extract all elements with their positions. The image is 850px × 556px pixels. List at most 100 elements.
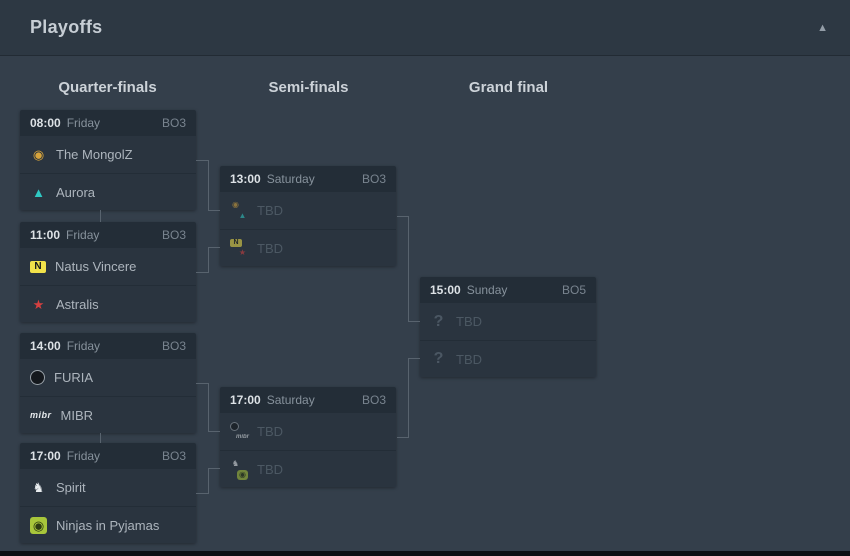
bracket-connector [397,216,409,217]
bracket-connector [100,210,101,222]
team-row[interactable]: mibr MIBR [20,396,196,433]
match-format: BO3 [361,172,386,186]
match-time: 15:00 [430,283,461,297]
team-row[interactable]: mibr TBD [220,413,396,450]
bracket-connector [196,383,208,384]
team-row[interactable]: ▲ Aurora [20,173,196,210]
team-row[interactable]: ? TBD [420,340,596,377]
section-divider [0,551,850,556]
astralis-logo-icon: ★ [32,296,45,312]
match-format: BO3 [361,393,386,407]
match-card[interactable]: 17:00 Saturday BO3 mibr TBD ♞ ◉ TBD [220,387,396,487]
bracket-connector [208,210,220,211]
team-row[interactable]: ◉ ▲ TBD [220,192,396,229]
bracket-connector [408,358,409,438]
match-time: 13:00 [230,172,261,186]
bracket-connector [208,247,209,273]
team-row[interactable]: ♞ Spirit [20,469,196,506]
match-card[interactable]: 11:00 Friday BO3 N Natus Vincere ★ Astra… [20,222,196,322]
match-card[interactable]: 15:00 Sunday BO5 ? TBD ? TBD [420,277,596,377]
natus-vincere-logo-icon: N [30,260,46,273]
the-mongolz-logo-icon: ◉ [32,147,45,162]
team-name: FURIA [54,370,93,385]
match-header: 15:00 Sunday BO5 [420,277,596,303]
match-time: 11:00 [30,228,61,242]
match-day: Friday [66,339,101,353]
bracket-connector [208,160,209,211]
match-header: 08:00 Friday BO3 [20,110,196,136]
match-card[interactable]: 13:00 Saturday BO3 ◉ ▲ TBD N ★ TBD [220,166,396,266]
team-row[interactable]: ? TBD [420,303,596,340]
ninjas-in-pyjamas-logo-icon: ◉ [30,516,47,534]
match-format: BO3 [161,228,186,242]
team-row[interactable]: ◉ Ninjas in Pyjamas [20,506,196,543]
match-day: Friday [66,116,101,130]
bracket-connector [208,247,220,248]
spirit-logo-icon: ♞ [32,480,45,495]
team-name: MIBR [60,407,94,423]
match-card[interactable]: 14:00 Friday BO3 FURIA mibr MIBR [20,333,196,433]
ninjas-in-pyjamas-logo-icon: ◉ [237,469,248,480]
round-label-grandfinal: Grand final [468,79,549,96]
possible-teams-logos: mibr [230,421,250,442]
possible-teams-logos: ♞ ◉ [230,459,248,480]
match-format: BO3 [161,339,186,353]
match-time: 14:00 [30,339,61,353]
possible-teams-logos: N ★ [230,238,248,258]
match-day: Friday [66,449,101,463]
mibr-logo-icon: mibr [30,409,52,420]
mibr-logo-icon: mibr [236,433,250,440]
match-format: BO5 [561,283,586,297]
team-row[interactable]: ★ Astralis [20,285,196,322]
bracket-connector [208,431,220,432]
team-name: Spirit [56,480,86,495]
panel-header: Playoffs ▲ [0,0,850,56]
team-name: TBD [257,203,283,218]
bracket-connector [208,383,209,432]
astralis-logo-icon: ★ [238,247,247,257]
bracket-connector [208,468,220,469]
team-name: TBD [257,461,283,477]
match-day: Saturday [266,172,315,186]
collapse-arrow-icon[interactable]: ▲ [817,21,828,34]
team-name: TBD [456,314,482,329]
team-row[interactable]: FURIA [20,359,196,396]
bracket-connector [208,468,209,494]
furia-logo-icon [30,370,45,385]
team-row[interactable]: N Natus Vincere [20,248,196,285]
natus-vincere-logo-icon: N [230,238,242,247]
round-label-quarterfinals: Quarter-finals [58,79,157,96]
team-row[interactable]: N ★ TBD [220,229,396,266]
the-mongolz-logo-icon: ◉ [232,200,239,209]
bracket-connector [196,493,208,494]
match-day: Saturday [266,393,315,407]
team-name: TBD [257,240,283,256]
furia-logo-icon [230,421,239,431]
team-name: Astralis [56,296,99,312]
aurora-logo-icon: ▲ [238,211,247,220]
aurora-logo-icon: ▲ [32,184,45,200]
team-row[interactable]: ◉ The MongolZ [20,136,196,173]
match-format: BO3 [161,116,186,130]
tbd-question-icon: ? [433,350,444,367]
spirit-logo-icon: ♞ [231,458,240,468]
team-name: The MongolZ [56,147,133,162]
team-name: TBD [257,424,283,439]
bracket-connector [408,358,420,359]
team-row[interactable]: ♞ ◉ TBD [220,450,396,487]
team-name: Aurora [56,184,96,200]
match-time: 17:00 [230,393,261,407]
tbd-question-icon: ? [433,312,444,330]
match-time: 17:00 [30,449,61,463]
match-format: BO3 [161,449,186,463]
bracket-connector [397,437,409,438]
match-header: 17:00 Saturday BO3 [220,387,396,413]
match-card[interactable]: 17:00 Friday BO3 ♞ Spirit ◉ Ninjas in Py… [20,443,196,543]
team-name: Ninjas in Pyjamas [56,517,160,533]
round-label-semifinals: Semi-finals [268,79,349,96]
team-name: Natus Vincere [55,259,137,274]
match-card[interactable]: 08:00 Friday BO3 ◉ The MongolZ ▲ Aurora [20,110,196,210]
match-day: Sunday [466,283,508,297]
match-header: 13:00 Saturday BO3 [220,166,396,192]
